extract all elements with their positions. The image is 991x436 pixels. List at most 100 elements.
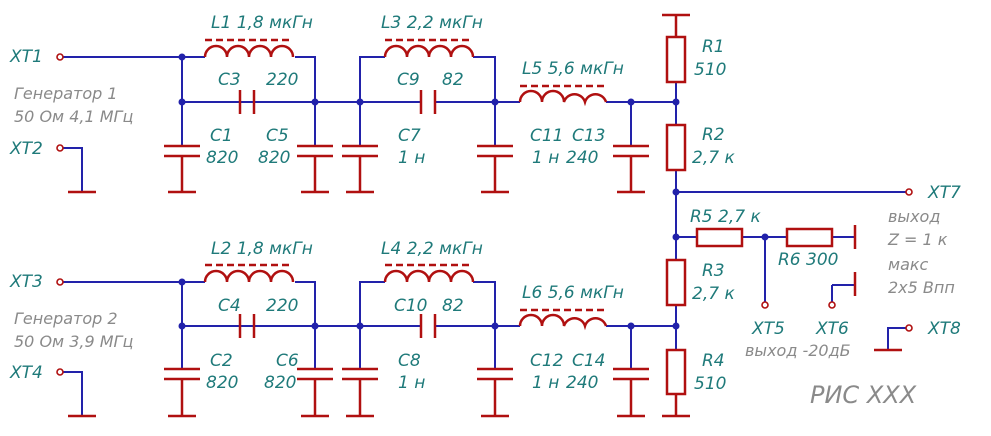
- out-label-2: Z = 1 к: [887, 230, 948, 249]
- resistor-r3: [665, 258, 687, 307]
- label-l4: L4 2,2 мкГн: [381, 239, 483, 259]
- value-r1: 510: [694, 60, 726, 80]
- wires: [60, 56, 906, 416]
- capacitor-c7: [342, 144, 378, 194]
- label-r2: R2: [702, 125, 725, 145]
- value-c13: 240: [566, 148, 598, 168]
- resistor-r2: [665, 123, 687, 172]
- capacitor-c9: [419, 90, 437, 114]
- label-r6: R6 300: [778, 250, 838, 270]
- inductor-l2: [203, 263, 295, 283]
- value-r3: 2,7 к: [692, 284, 735, 304]
- label-c6: C6: [276, 351, 299, 371]
- label-xt6: XT6: [815, 319, 849, 339]
- label-c9: C9: [397, 70, 420, 90]
- terminal-xt6: [828, 301, 836, 309]
- value-c14: 240: [566, 373, 598, 393]
- value-c7: 1 н: [398, 148, 425, 168]
- label-c12: C12: [530, 351, 564, 371]
- label-c3: C3: [218, 70, 241, 90]
- value-c11: 1 н: [532, 148, 559, 168]
- value-c2: 820: [206, 373, 238, 393]
- gen2-name: Генератор 2: [14, 309, 118, 328]
- label-r3: R3: [702, 261, 725, 281]
- labels: XT1 XT2 XT3 XT4 Генератор 1 50 Ом 4,1 МГ…: [9, 13, 961, 409]
- inductor-l3: [383, 38, 475, 58]
- capacitor-c5: [297, 144, 333, 194]
- out-label-1: выход: [888, 207, 940, 226]
- capacitor-c6: [297, 367, 333, 418]
- label-c1: C1: [210, 126, 233, 146]
- terminal-xt4: [56, 368, 64, 376]
- value-c5: 820: [258, 148, 290, 168]
- gen1-params: 50 Ом 4,1 МГц: [14, 107, 133, 126]
- label-xt4: XT4: [9, 363, 43, 383]
- terminals: [56, 53, 913, 376]
- terminal-xt5: [761, 301, 769, 309]
- capacitor-c4: [238, 314, 256, 338]
- gen1-name: Генератор 1: [14, 84, 118, 103]
- capacitor-c13: [613, 144, 649, 194]
- label-c13: C13: [572, 126, 606, 146]
- figure-caption: РИС XXX: [810, 381, 917, 409]
- label-xt2: XT2: [9, 139, 43, 159]
- value-c1: 820: [206, 148, 238, 168]
- terminal-xt1: [56, 53, 64, 61]
- label-c5: C5: [266, 126, 289, 146]
- gen2-params: 50 Ом 3,9 МГц: [14, 332, 133, 351]
- ground-bars: [68, 13, 902, 418]
- label-l3: L3 2,2 мкГн: [381, 13, 483, 33]
- inductor-l1: [203, 38, 295, 58]
- value-c9: 82: [442, 70, 464, 90]
- resistor-r6: [785, 227, 834, 248]
- resistor-r4: [665, 348, 687, 396]
- capacitor-c11: [477, 144, 513, 194]
- junctions: [178, 53, 769, 330]
- value-c8: 1 н: [398, 373, 425, 393]
- label-r1: R1: [702, 37, 725, 57]
- inductor-l4: [383, 263, 475, 283]
- label-l1: L1 1,8 мкГн: [211, 13, 313, 33]
- out2-label: выход -20дБ: [745, 341, 851, 360]
- out-label-3: макс: [888, 255, 929, 274]
- resistors: [665, 35, 834, 396]
- label-c7: C7: [398, 126, 421, 146]
- value-r4: 510: [694, 374, 726, 394]
- value-c10: 82: [442, 296, 464, 316]
- label-c8: C8: [398, 351, 421, 371]
- label-l6: L6 5,6 мкГн: [522, 283, 624, 303]
- label-c2: C2: [210, 351, 233, 371]
- value-c12: 1 н: [532, 373, 559, 393]
- terminal-xt7: [905, 188, 913, 196]
- inductor-l6: [518, 308, 608, 331]
- inductor-l5: [518, 84, 608, 107]
- resistor-r5: [695, 227, 744, 248]
- label-r5: R5 2,7 к: [690, 207, 761, 227]
- label-xt8: XT8: [927, 319, 961, 339]
- terminal-xt8: [905, 324, 913, 332]
- out-label-4: 2x5 Впп: [888, 278, 955, 297]
- label-c4: C4: [218, 296, 241, 316]
- label-c10: C10: [394, 296, 428, 316]
- value-c3: 220: [266, 70, 298, 90]
- value-r2: 2,7 к: [692, 148, 735, 168]
- capacitor-c1: [164, 144, 200, 194]
- capacitor-c14: [613, 367, 649, 418]
- label-c11: C11: [530, 126, 564, 146]
- label-l2: L2 1,8 мкГн: [211, 239, 313, 259]
- resistor-r1: [665, 35, 687, 84]
- value-c6: 820: [264, 373, 296, 393]
- label-xt3: XT3: [9, 272, 43, 292]
- shunt-capacitors: [164, 144, 649, 418]
- label-xt1: XT1: [9, 47, 43, 67]
- capacitor-c8: [342, 367, 378, 418]
- label-l5: L5 5,6 мкГн: [522, 59, 624, 79]
- value-c4: 220: [266, 296, 298, 316]
- label-c14: C14: [572, 351, 606, 371]
- capacitor-c3: [238, 90, 256, 114]
- capacitor-c2: [164, 367, 200, 418]
- label-xt7: XT7: [927, 183, 961, 203]
- terminal-xt2: [56, 144, 64, 152]
- label-r4: R4: [702, 351, 725, 371]
